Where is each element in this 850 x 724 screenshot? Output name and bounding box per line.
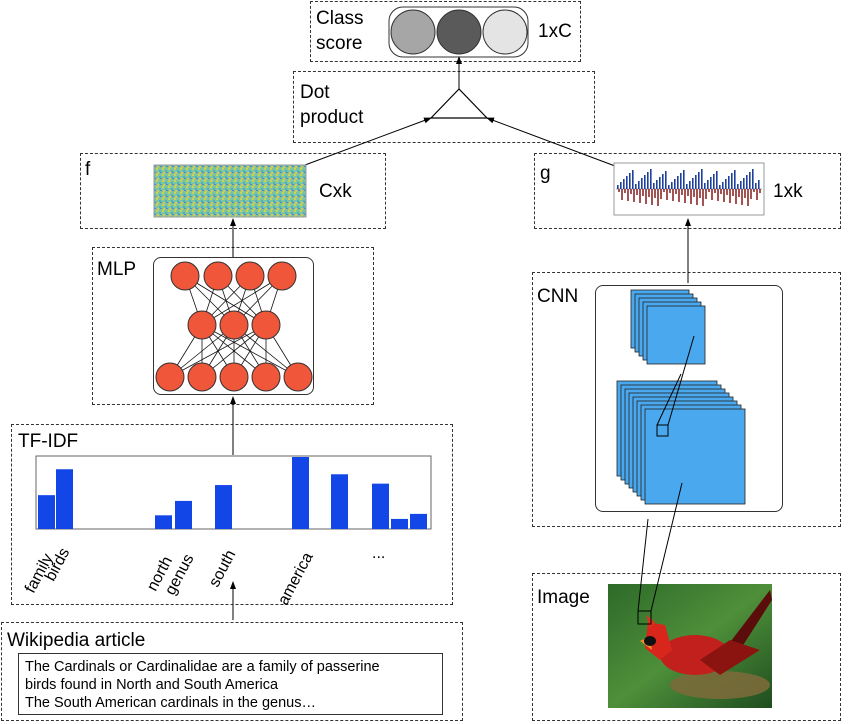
cnn-layers — [616, 289, 746, 505]
f-label: f — [85, 159, 91, 180]
mlp-node — [219, 310, 249, 340]
class-score-circle — [390, 9, 436, 55]
arrow-g-to-dot — [486, 117, 616, 167]
tfidf-bar — [56, 469, 73, 529]
mlp-node — [203, 261, 233, 291]
mlp-node — [187, 310, 217, 340]
mlp-node — [267, 261, 297, 291]
f-matrix-heatmap — [153, 164, 307, 218]
receptive-line — [637, 518, 649, 612]
class-score-box — [310, 1, 581, 62]
article-line: birds found in North and South America — [25, 677, 279, 693]
tfidf-bar — [410, 513, 427, 529]
tfidf-box — [11, 424, 453, 605]
wikipedia-box — [1, 622, 463, 721]
tfidf-label: TF-IDF — [18, 431, 79, 452]
wikipedia-article-text: The Cardinals or Cardinalidae are a fami… — [18, 653, 443, 715]
arrow-f-to-dot — [304, 117, 432, 166]
tfidf-bar — [391, 518, 408, 529]
mlp-node — [251, 362, 281, 392]
mlp-node — [235, 261, 265, 291]
article-line: The Cardinals or Cardinalidae are a fami… — [25, 659, 380, 675]
g-label: g — [540, 163, 551, 184]
tfidf-bar — [372, 483, 389, 529]
tfidf-bar — [38, 495, 55, 529]
tfidf-bar — [215, 485, 232, 529]
class-score-circle — [482, 9, 528, 55]
g-dim: 1xk — [773, 181, 803, 202]
image-box — [532, 573, 841, 721]
tfidf-bar — [331, 474, 348, 529]
mlp-node — [155, 362, 185, 392]
tfidf-bars — [38, 457, 427, 529]
cnn-patch — [656, 424, 669, 437]
wikipedia-label: Wikipedia article — [7, 630, 146, 651]
class-score-dim: 1xC — [538, 21, 572, 42]
mlp-edge — [169, 324, 267, 378]
receptive-line — [650, 482, 683, 612]
cnn-box — [532, 272, 841, 527]
tfidf-bar — [292, 457, 309, 529]
mlp-label: MLP — [97, 259, 137, 280]
mlp-network — [155, 261, 313, 392]
g-vector-plot — [613, 162, 765, 216]
mlp-edge — [201, 275, 283, 326]
image-label: Image — [537, 587, 590, 608]
dot-product-triangle — [429, 88, 489, 119]
tfidf-word: ... — [372, 545, 386, 562]
bird-image — [608, 584, 772, 708]
receptive-line — [656, 373, 682, 426]
mlp-node — [187, 362, 217, 392]
class-score-circle — [436, 9, 482, 55]
dot-product-box — [293, 71, 595, 143]
mlp-node — [219, 362, 249, 392]
article-line: The South American cardinals in the genu… — [25, 695, 316, 711]
tfidf-bar — [155, 515, 172, 529]
mlp-node — [251, 310, 281, 340]
f-dim: Cxk — [319, 181, 352, 202]
cnn-feature-map — [646, 305, 706, 365]
mlp-node — [170, 261, 200, 291]
cnn-label: CNN — [537, 286, 579, 307]
tfidf-chart-frame — [35, 455, 432, 530]
tfidf-bar — [175, 500, 192, 529]
image-patch — [637, 610, 652, 625]
mlp-node — [283, 362, 313, 392]
cnn-feature-map — [644, 408, 746, 505]
receptive-line — [667, 335, 695, 426]
